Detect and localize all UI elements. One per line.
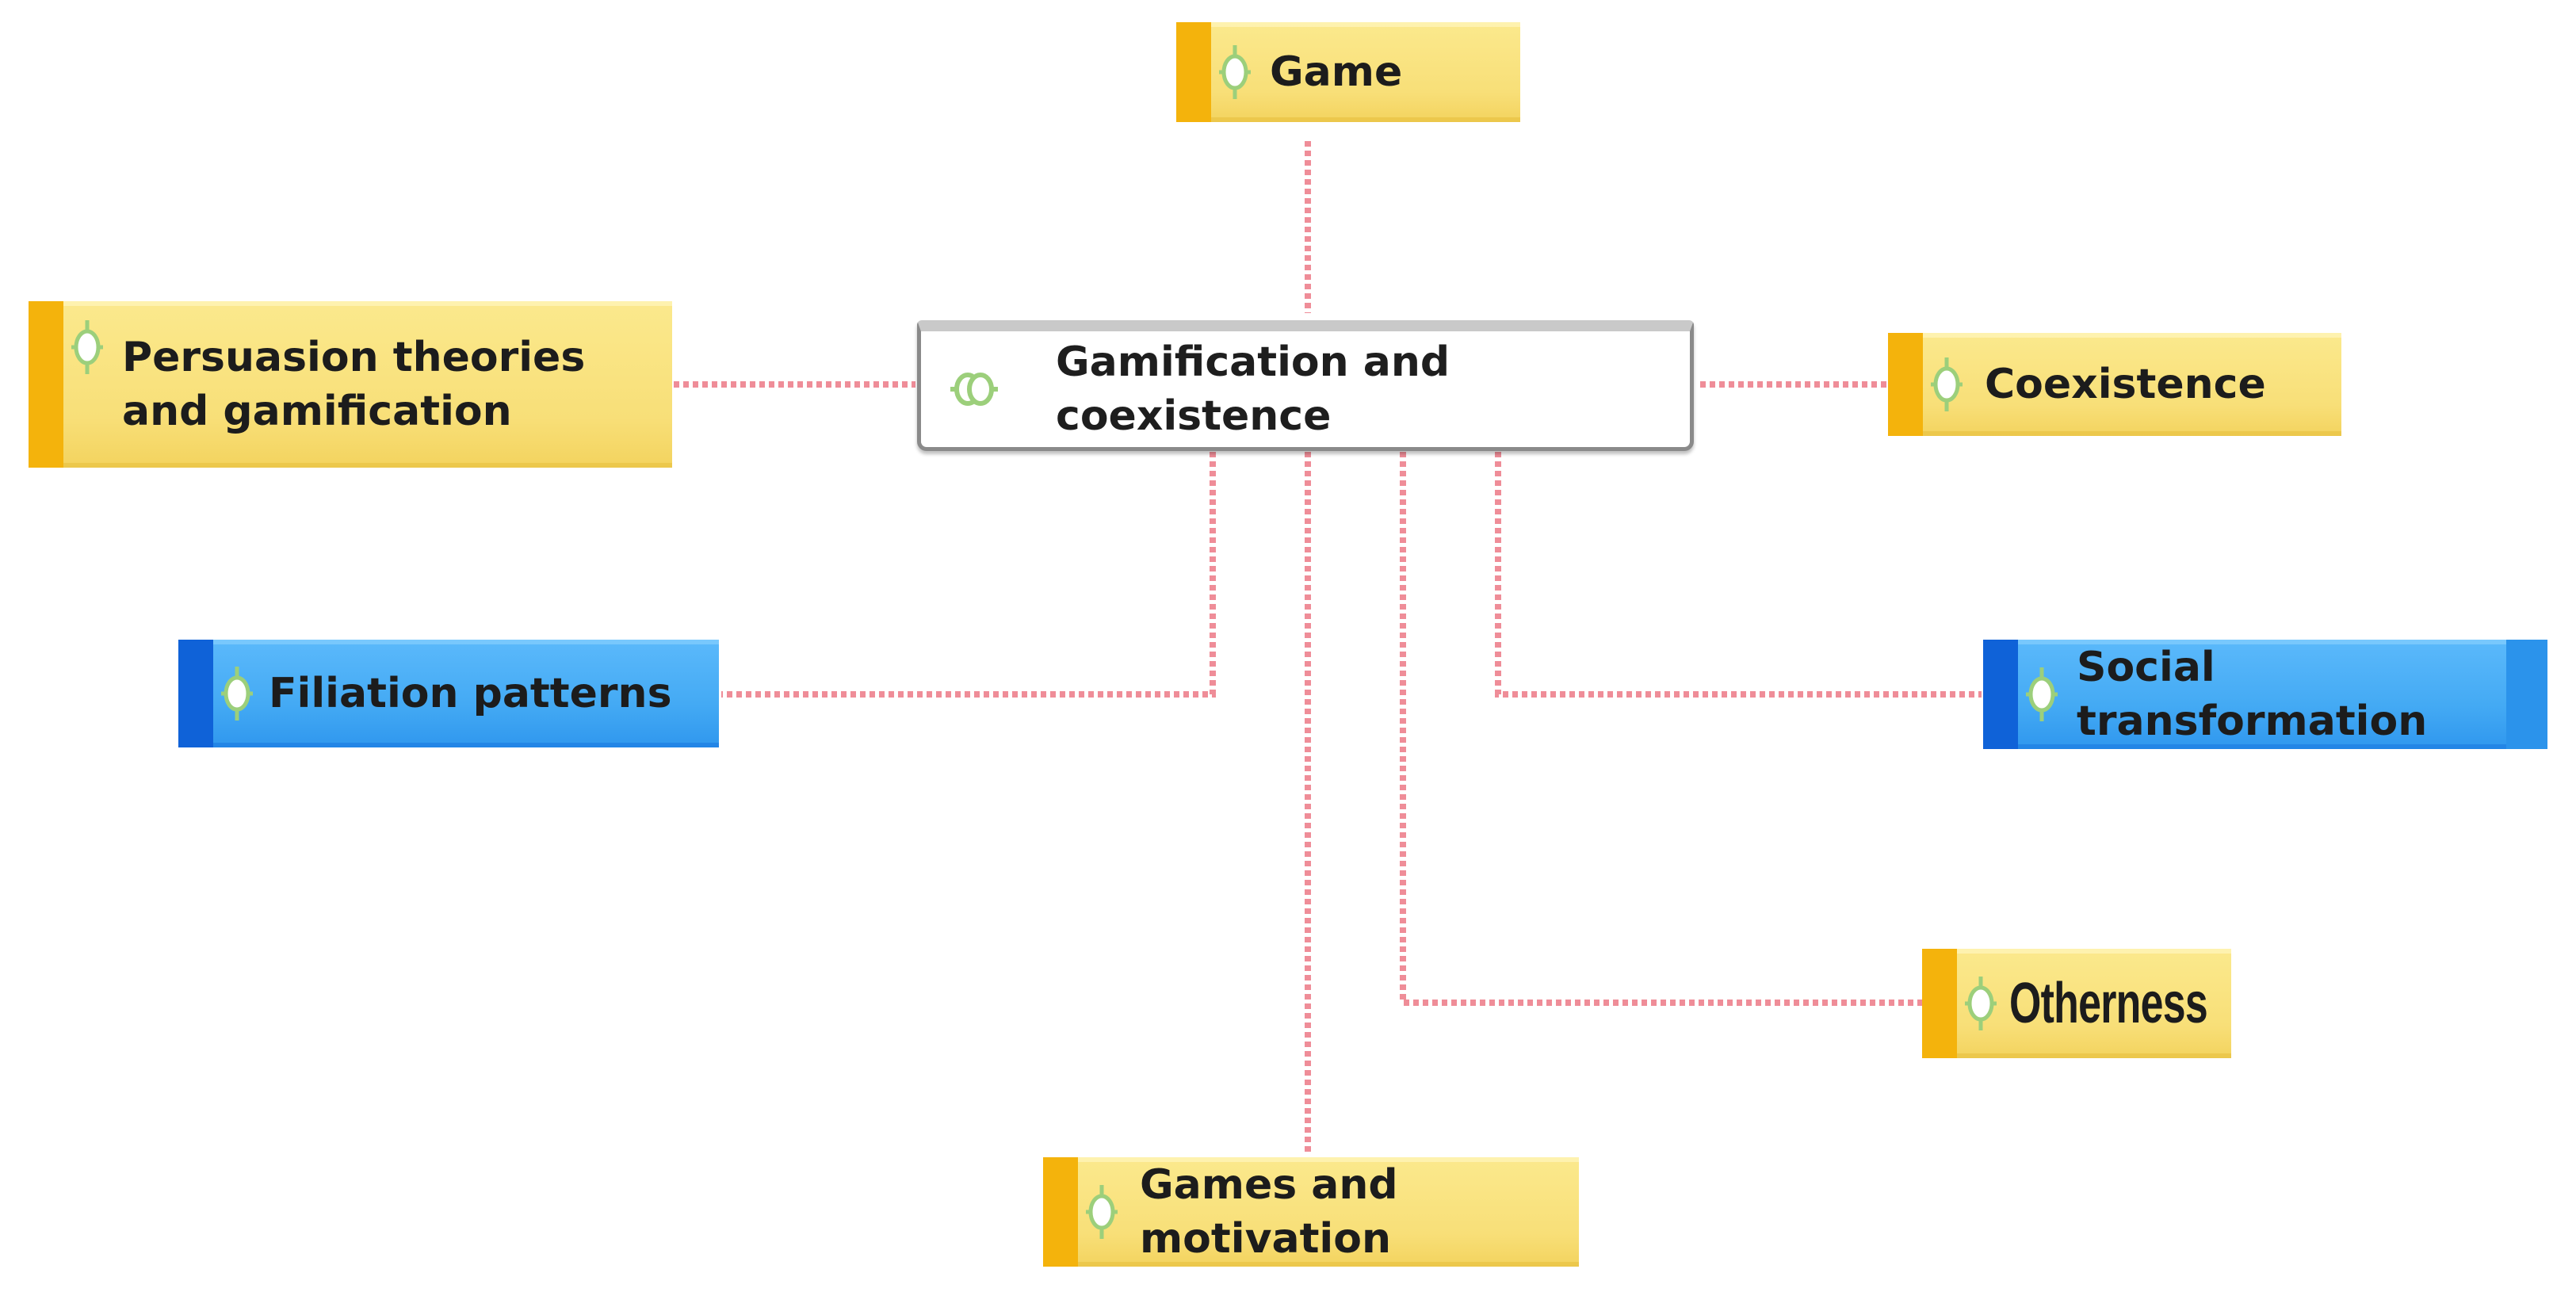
node-label: Game — [1270, 48, 1403, 96]
code-icon — [213, 663, 261, 724]
node-label-line1: Games and — [1140, 1161, 1398, 1209]
link-social — [1495, 452, 1982, 698]
code-icon — [1957, 973, 2005, 1034]
code-icon — [1078, 1182, 1126, 1242]
code-node-otherness[interactable]: Otherness — [1922, 949, 2231, 1058]
node-label-line1: Social — [2077, 644, 2215, 691]
code-node-persuasion-theories[interactable]: Persuasion theories and gamification — [29, 301, 672, 468]
node-label: Otherness — [2009, 972, 2208, 1035]
code-icon — [1923, 354, 1970, 415]
node-label-line2: transformation — [2077, 698, 2428, 745]
code-icon — [1211, 42, 1259, 102]
code-node-game[interactable]: Game — [1176, 22, 1520, 122]
code-node-social-transformation[interactable]: Social transformation — [1983, 640, 2547, 749]
code-node-coexistence[interactable]: Coexistence — [1888, 333, 2341, 436]
link-otherness — [1400, 452, 1922, 1006]
node-label-line1: Persuasion theories — [122, 334, 586, 381]
node-label: Filiation patterns — [269, 670, 672, 717]
node-label-line2: motivation — [1140, 1215, 1392, 1263]
node-label: Coexistence — [1985, 361, 2266, 408]
code-group-icon — [937, 359, 1008, 419]
link-filiation — [721, 452, 1216, 698]
code-node-games-and-motivation[interactable]: Games and motivation — [1043, 1157, 1579, 1267]
node-edge — [2506, 640, 2547, 749]
central-label-line2: coexistence — [1056, 392, 1332, 440]
code-node-filiation-patterns[interactable]: Filiation patterns — [178, 640, 719, 747]
code-icon — [63, 317, 111, 377]
node-label-line2: and gamification — [122, 388, 512, 435]
central-code-group[interactable]: Gamification and coexistence — [917, 320, 1694, 451]
central-label-line1: Gamification and — [1056, 338, 1450, 386]
code-icon — [2018, 664, 2066, 724]
